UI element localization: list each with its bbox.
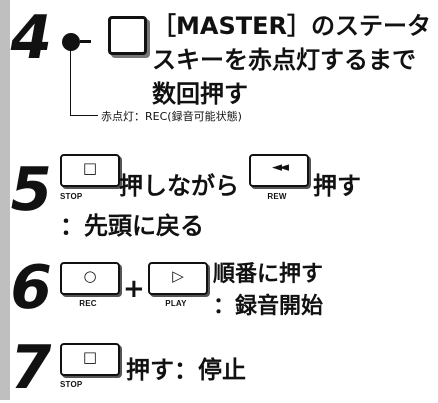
stop-key[interactable]: □: [60, 154, 120, 187]
step6-result: ：録音開始: [213, 294, 324, 319]
rec-key-label: REC: [79, 299, 97, 308]
rew-key-label: REW: [267, 192, 287, 201]
step4-line2: スキーを赤点灯するまで: [152, 46, 416, 74]
step5-result: ：先頭に戻る: [60, 212, 204, 240]
leader-line-vertical: [70, 50, 71, 116]
step-number-4: 4: [3, 3, 58, 73]
play-icon: ▷: [172, 267, 184, 285]
step6-order-text: 順番に押す: [213, 262, 324, 287]
record-icon: ○: [83, 267, 97, 285]
step4-line3: 数回押す: [152, 80, 248, 108]
step-number-6: 6: [3, 253, 58, 323]
rec-key[interactable]: ○: [60, 262, 120, 295]
rew-key[interactable]: ◄◄: [249, 154, 309, 187]
step4-note: 赤点灯：REC(録音可能状態): [101, 110, 242, 123]
step5-while-text: 押しながら: [119, 172, 239, 200]
stop-key-label: STOP: [60, 192, 83, 201]
master-status-key[interactable]: [108, 16, 147, 55]
step5-press-text: 押す: [313, 172, 361, 200]
stop-key-step7[interactable]: □: [60, 343, 120, 376]
sidebar-stripe: [0, 0, 10, 400]
step-number-5: 5: [3, 155, 58, 225]
stop-icon: □: [82, 348, 98, 366]
stop-key-label-step7: STOP: [60, 380, 83, 389]
step-number-7: 7: [3, 333, 58, 403]
step4-line1: ［MASTER］のステータ: [152, 12, 431, 40]
step7-text: 押す：停止: [126, 356, 246, 384]
plus-sign: +: [123, 274, 145, 304]
leader-line-horizontal: [70, 115, 98, 116]
stop-icon: □: [82, 159, 98, 177]
play-key-label: PLAY: [165, 299, 187, 308]
connector-dash: [80, 40, 91, 43]
rewind-icon: ◄◄: [272, 160, 289, 175]
status-dot-icon: [62, 33, 80, 51]
play-key[interactable]: ▷: [148, 262, 208, 295]
